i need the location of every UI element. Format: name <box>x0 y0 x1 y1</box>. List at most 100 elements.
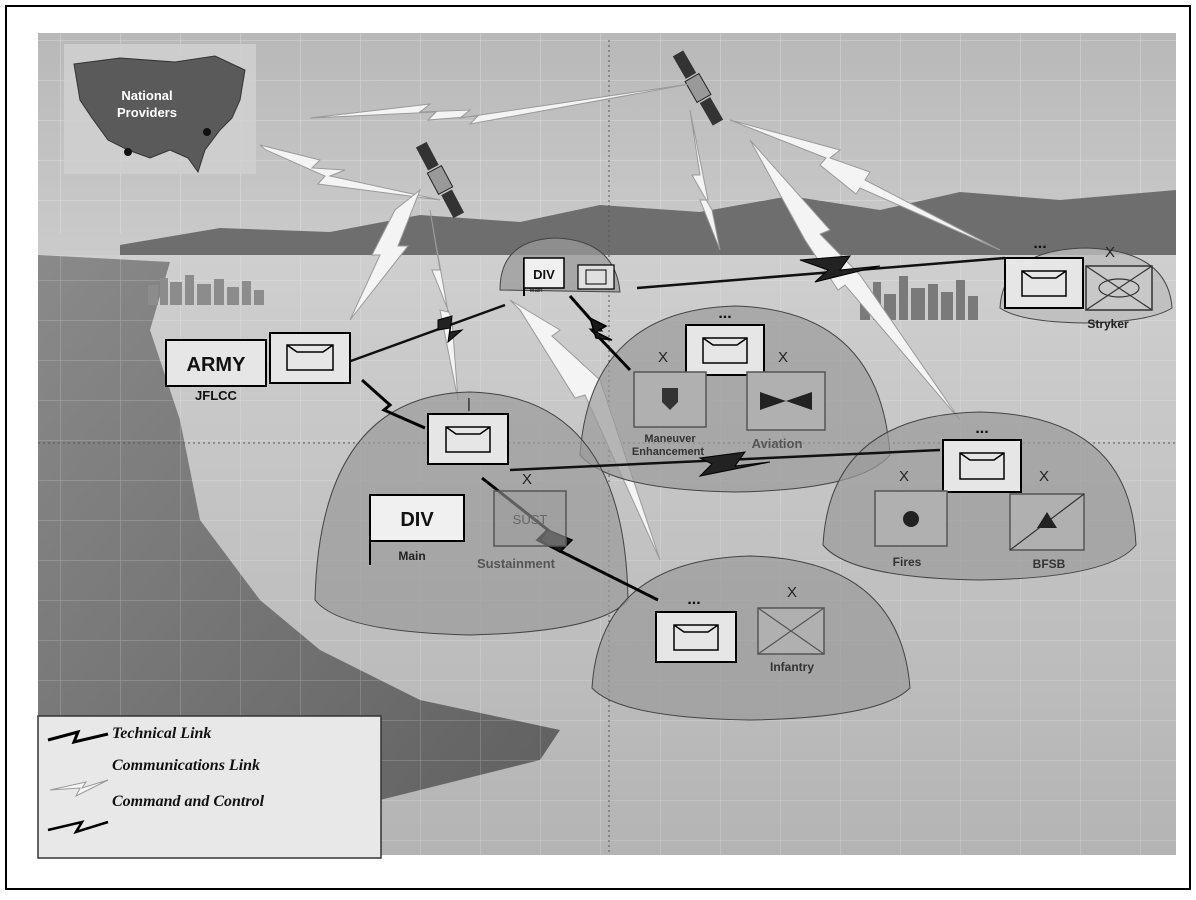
c2-bolt-1 <box>437 315 464 344</box>
bfsb-label: BFSB <box>1033 557 1066 571</box>
maneuver-hq-icon <box>702 337 748 364</box>
div-small-node: DIV Main <box>523 257 615 296</box>
div-small-hq-icon <box>585 269 607 285</box>
legend-technical-label: Technical Link <box>112 725 211 742</box>
sustainment-echelon: X <box>522 471 532 488</box>
legend-communications-icon <box>49 779 109 798</box>
div-main-label: DIV <box>400 509 434 531</box>
sustainment-box <box>493 490 567 547</box>
army-label: ARMY <box>187 354 247 376</box>
stryker-node: X Stryker <box>1085 244 1153 331</box>
legend-technical-icon <box>47 729 109 745</box>
provider-dot-2 <box>203 128 211 136</box>
jflcc-label: JFLCC <box>195 388 238 403</box>
comm-link-inset-sat2 <box>309 83 691 125</box>
fires-hq-dots: ... <box>975 420 988 437</box>
maneuver-hq-dots: ... <box>718 305 731 322</box>
aviation-bowtie-icon <box>760 392 812 410</box>
c2-bolts <box>437 255 881 477</box>
div-small-hq-box <box>577 264 615 290</box>
tech-link-army-div <box>361 378 426 430</box>
div-main-hq-box <box>427 413 509 465</box>
army-jflcc-node: ARMY JFLCC <box>165 332 351 403</box>
provider-dot-1 <box>124 148 132 156</box>
satellite-right <box>672 50 724 126</box>
bfsb-echelon: X <box>1039 468 1049 485</box>
c2-army-div <box>347 303 506 364</box>
fires-node: X Fires <box>874 468 948 569</box>
stryker-hq-box <box>1004 257 1084 309</box>
infantry-label: Infantry <box>770 660 814 674</box>
fires-dot-icon <box>903 511 919 527</box>
stryker-hq-node: ... <box>1004 235 1084 309</box>
maneuver-label-1: Maneuver <box>644 433 696 445</box>
legend-c2-icon <box>47 820 109 835</box>
maneuver-symbol-icon <box>662 388 678 410</box>
army-hq-box <box>269 332 351 384</box>
div-main-sublabel: Main <box>398 549 425 563</box>
infantry-cross-2 <box>757 607 825 655</box>
sustainment-node: X SUST Sustainment <box>477 471 567 571</box>
comm-link-sat-maneuver <box>689 109 721 251</box>
stryker-hq-icon <box>1021 270 1067 297</box>
dome-div-main <box>314 391 629 636</box>
infantry-node: X Infantry <box>757 584 825 674</box>
comm-link-sat-stryker <box>729 119 1001 251</box>
infantry-hq-box <box>655 611 737 663</box>
stryker-label: Stryker <box>1087 317 1129 331</box>
stryker-cross-2 <box>1085 265 1153 311</box>
army-box <box>165 339 267 387</box>
inset-label-2: Providers <box>117 105 177 120</box>
sustainment-code: SUST <box>513 512 548 527</box>
aviation-echelon: X <box>778 349 788 366</box>
inset-label-1: National <box>121 88 172 103</box>
infantry-hq-dots: ... <box>687 591 700 608</box>
dome-maneuver-aviation <box>579 305 891 493</box>
infantry-echelon: X <box>787 584 797 601</box>
div-small-sublabel: Main <box>529 288 542 294</box>
div-small-label: DIV <box>533 267 555 282</box>
aviation-node: X Aviation <box>746 349 826 451</box>
tech-bolt-1 <box>588 316 613 341</box>
div-main-node: | DIV Main <box>369 395 509 565</box>
fires-hq-box <box>942 439 1022 493</box>
maneuver-echelon: X <box>658 349 668 366</box>
national-providers-inset: National Providers <box>64 44 256 174</box>
comm-link-sat-div <box>429 209 459 401</box>
fires-echelon: X <box>899 468 909 485</box>
comm-link-infantry <box>509 299 661 561</box>
infantry-hq-icon <box>673 624 719 651</box>
dome-infantry <box>591 555 911 721</box>
c2-bolt-2 <box>799 255 881 283</box>
stryker-wheel-icon <box>1098 278 1140 298</box>
div-main-flag <box>369 494 465 542</box>
legend-communications-label: Communications Link <box>112 757 260 774</box>
army-hq-icon <box>286 344 334 371</box>
satellite-left <box>415 141 465 219</box>
communications-links <box>259 83 1001 561</box>
bfsb-triangle-icon <box>1037 512 1057 528</box>
div-main-hq-mark: | <box>467 395 471 411</box>
sustainment-label: Sustainment <box>477 556 556 571</box>
maneuver-enhancement-node: X Maneuver Enhancement <box>632 349 707 458</box>
maneuver-hq-node: ... <box>685 305 765 376</box>
comm-link-army-sat <box>349 188 422 321</box>
div-small-flag <box>523 257 565 289</box>
maneuver-label-2: Enhancement <box>632 446 704 458</box>
legend: Technical Link Communications Link Comma… <box>37 715 382 859</box>
stryker-echelon: X <box>1105 244 1115 261</box>
fires-hq-icon <box>959 452 1005 480</box>
bfsb-node: X BFSB <box>1009 468 1085 571</box>
legend-box <box>37 715 382 859</box>
c2-div-stryker <box>636 256 1006 290</box>
left-city <box>148 275 264 305</box>
infantry-hq-node: ... <box>655 591 737 663</box>
comm-link-inset-sat <box>259 144 441 201</box>
fires-label: Fires <box>893 555 922 569</box>
fires-hq-node: ... <box>942 420 1022 493</box>
maneuver-hq-box <box>685 324 765 376</box>
aviation-label: Aviation <box>752 436 803 451</box>
div-main-hq-icon <box>445 426 491 453</box>
